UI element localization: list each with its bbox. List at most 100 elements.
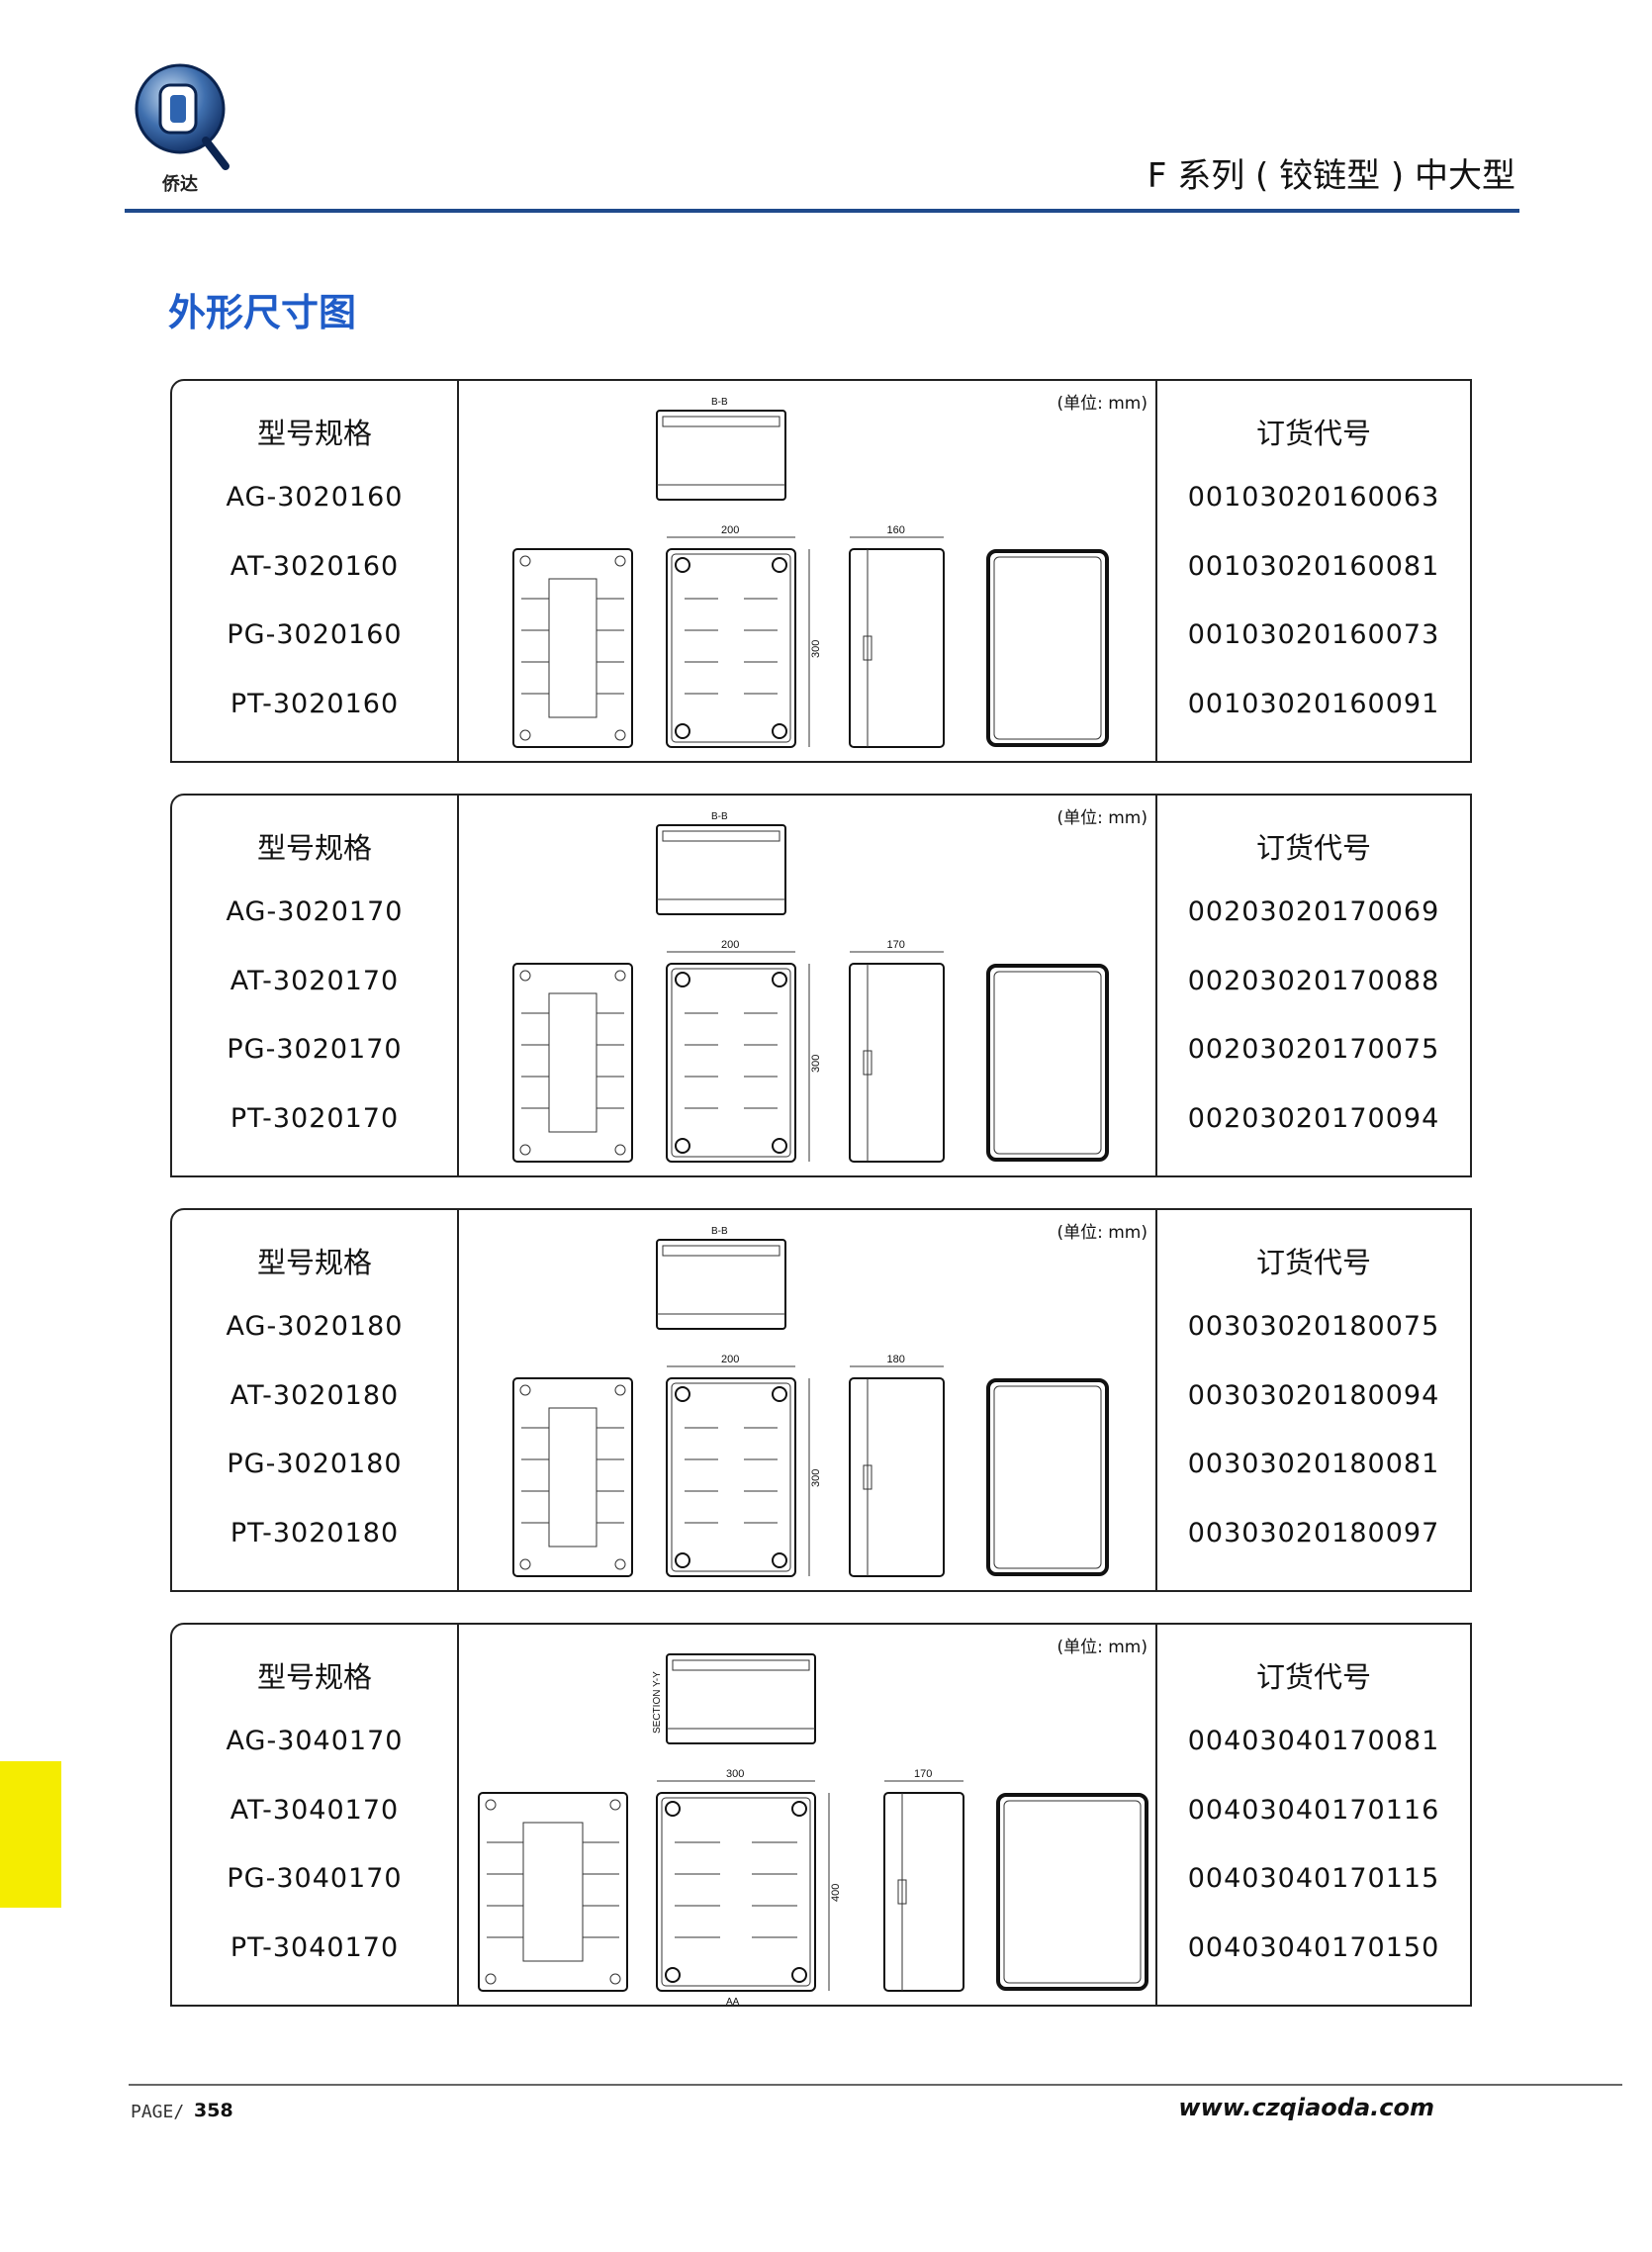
screw-boss <box>791 1801 807 1817</box>
order-code-cell: 00403040170081 <box>1187 1726 1440 1756</box>
width-dimension: 200 <box>721 939 739 951</box>
model-header: 型号规格 <box>256 1660 372 1694</box>
website-url: www.czqiaoda.com <box>1178 2094 1434 2121</box>
series-title: F 系列 ( 铰链型 ) 中大型 <box>1147 156 1515 196</box>
model-cell: PG-3020170 <box>227 1034 403 1065</box>
screw-boss <box>675 1138 690 1154</box>
base-view <box>478 1792 628 1992</box>
screw-boss <box>772 557 787 573</box>
base-view-cutout <box>548 1407 597 1548</box>
section-label: B-B <box>711 1226 728 1237</box>
base-view-cutout <box>522 1822 584 1962</box>
model-cell: PT-3020160 <box>229 689 400 719</box>
model-cell: AT-3020160 <box>229 551 400 582</box>
mount-hole <box>614 1384 626 1396</box>
section-label: B-B <box>711 397 728 408</box>
order-header: 订货代号 <box>1255 1660 1371 1694</box>
footer-divider <box>129 2084 1622 2086</box>
order-code-cell: 00103020160063 <box>1187 482 1440 513</box>
model-cell: PT-3040170 <box>229 1932 400 1963</box>
screw-boss <box>675 1386 690 1402</box>
front-view <box>666 1377 796 1577</box>
unit-label: (单位: mm) <box>1056 1638 1147 1657</box>
front-view-inner <box>671 553 791 743</box>
depth-dimension: 170 <box>914 1768 932 1780</box>
model-cell: PT-3020170 <box>229 1103 400 1134</box>
order-code-column: 订货代号 00403040170081 00403040170116 00403… <box>1155 1625 1470 2005</box>
model-cell: AG-3040170 <box>226 1726 404 1756</box>
order-code-column: 订货代号 00103020160063 00103020160081 00103… <box>1155 381 1470 761</box>
model-cell: AT-3040170 <box>229 1795 400 1826</box>
model-header: 型号规格 <box>256 1246 372 1279</box>
door-view-inner <box>993 1385 1102 1569</box>
spec-panel: 型号规格 AG-3020170 AT-3020170 PG-3020170 PT… <box>170 794 1472 1177</box>
base-view-cutout <box>548 992 597 1133</box>
hinge <box>863 1464 872 1490</box>
height-dimension: 400 <box>830 1884 842 1902</box>
width-dimension: 300 <box>726 1768 744 1780</box>
door-view <box>986 1378 1109 1576</box>
section-view <box>656 410 786 501</box>
door-view <box>986 964 1109 1162</box>
front-view <box>666 963 796 1163</box>
hinge <box>897 1879 907 1905</box>
screw-boss <box>665 1801 681 1817</box>
mount-hole <box>485 1799 497 1811</box>
screw-boss <box>665 1967 681 1983</box>
mount-hole <box>519 1384 531 1396</box>
mount-hole <box>614 1558 626 1570</box>
screw-boss <box>675 972 690 987</box>
section-view <box>656 1239 786 1330</box>
model-cell: AG-3020170 <box>226 896 404 927</box>
door-view <box>996 1793 1148 1991</box>
unit-label: (单位: mm) <box>1056 808 1147 828</box>
order-code-cell: 00403040170150 <box>1187 1932 1440 1963</box>
width-dimension: 200 <box>721 1354 739 1365</box>
svg-text:侨达: 侨达 <box>161 173 198 195</box>
section-label: B-B <box>711 811 728 822</box>
screw-boss <box>791 1967 807 1983</box>
screw-boss <box>772 1552 787 1568</box>
mount-hole <box>485 1973 497 1985</box>
model-cell: AG-3020180 <box>226 1311 404 1342</box>
hinge <box>863 635 872 661</box>
bottom-label: AA <box>726 1997 740 2005</box>
model-column: 型号规格 AG-3020180 AT-3020180 PG-3020180 PT… <box>172 1210 459 1590</box>
base-view <box>512 1377 633 1577</box>
front-view-inner <box>661 1797 811 1987</box>
section-heading: 外形尺寸图 <box>168 291 357 334</box>
order-code-cell: 00403040170116 <box>1187 1795 1440 1826</box>
page-number: 358 <box>194 2100 233 2121</box>
model-cell: PG-3020180 <box>227 1449 403 1479</box>
order-code-cell: 00303020180094 <box>1187 1380 1440 1411</box>
page-label: PAGE/ <box>131 2102 185 2122</box>
hinge <box>863 1050 872 1076</box>
door-view-inner <box>993 971 1102 1155</box>
section-label: SECTION Y-Y <box>652 1671 663 1734</box>
width-dimension: 200 <box>721 524 739 536</box>
depth-dimension: 170 <box>887 939 905 951</box>
side-tab-marker <box>0 1761 61 1908</box>
model-column: 型号规格 AG-3020160 AT-3020160 PG-3020160 PT… <box>172 381 459 761</box>
screw-boss <box>772 1386 787 1402</box>
mount-hole <box>609 1799 621 1811</box>
order-code-cell: 00103020160091 <box>1187 689 1440 719</box>
base-view <box>512 963 633 1163</box>
mount-hole <box>614 729 626 741</box>
section-view-lip <box>662 1245 780 1257</box>
screw-boss <box>772 1138 787 1154</box>
front-view <box>656 1792 816 1992</box>
model-cell: AG-3020160 <box>226 482 404 513</box>
base-view <box>512 548 633 748</box>
model-column: 型号规格 AG-3020170 AT-3020170 PG-3020170 PT… <box>172 796 459 1175</box>
door-view <box>986 549 1109 747</box>
unit-label: (单位: mm) <box>1056 1223 1147 1243</box>
mount-hole <box>614 555 626 567</box>
